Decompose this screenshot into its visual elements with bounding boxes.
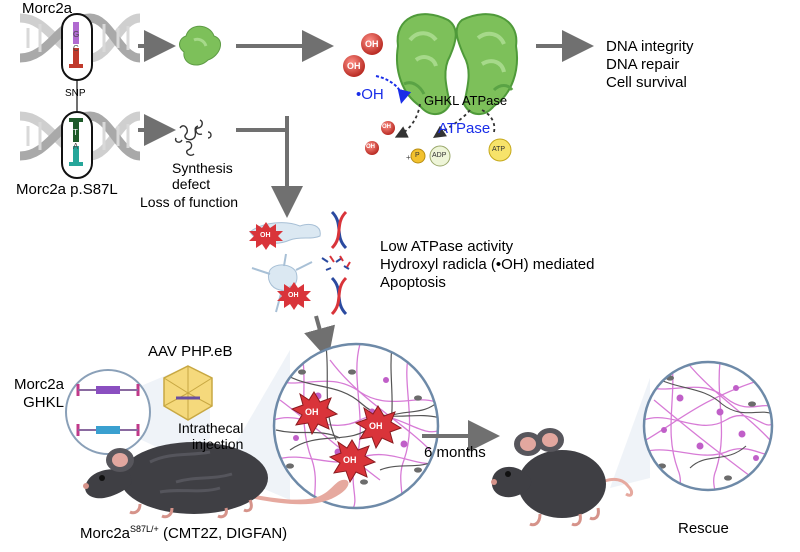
- intrathecal-label: Intrathecal: [178, 420, 244, 436]
- adp-label: ADP: [432, 152, 447, 159]
- defect-label: defect: [172, 176, 211, 192]
- radical-text: OH: [366, 144, 375, 150]
- synthesis-label: Synthesis: [172, 160, 233, 176]
- oh-binding-arrow: [375, 75, 412, 104]
- atp-hydrolysis-arrow: [433, 109, 471, 138]
- radical-icon: [381, 121, 395, 135]
- morc2a-mutant-label: Morc2a p.S87L: [16, 181, 118, 198]
- misfolded-protein-icon: [174, 119, 212, 157]
- snp-label: SNP: [65, 88, 86, 99]
- phosphate-icon: [410, 148, 426, 164]
- phosphate-label: P: [415, 152, 420, 159]
- injection-label: injection: [192, 436, 244, 452]
- outcome-dna-integrity: DNA integrity: [606, 38, 694, 55]
- base-pair-teal-cap: [69, 162, 83, 166]
- construct-ghkl-label: GHKL: [23, 394, 64, 411]
- burst-text: OH: [288, 292, 299, 299]
- radical-icon: [361, 33, 383, 55]
- spinal-zoom-border: [272, 342, 440, 510]
- degenerating-neurons: [274, 344, 438, 508]
- arrow-to-spinal-zoom: [304, 315, 335, 360]
- base-pair-darkgreen-cap: [69, 118, 83, 122]
- base-pair-darkgreen: [73, 120, 79, 142]
- ghkl-atpase-label: GHKL ATPase: [424, 93, 508, 108]
- burst-text: OH: [305, 407, 319, 417]
- rescue-label: Rescue: [678, 520, 729, 537]
- atpase-label: ATPase: [438, 120, 491, 137]
- atp-icon: [488, 138, 512, 162]
- mouse-icon: [491, 428, 634, 527]
- rescue-zoom-border: [642, 360, 774, 492]
- radical-text: OH: [382, 124, 391, 130]
- protein-icon: [179, 25, 222, 66]
- dna-damage-icon: [321, 210, 351, 316]
- six-months-label: 6 months: [424, 444, 486, 461]
- burst-text: OH: [343, 455, 357, 465]
- rescue-zoom-projection: [610, 378, 650, 488]
- base-pair-red: [73, 48, 79, 68]
- adp-icon: [429, 145, 451, 167]
- effect-low-atpase: Low ATPase activity: [380, 238, 514, 255]
- construct-morc2a: [76, 384, 140, 396]
- burst-text: OH: [369, 421, 383, 431]
- oh-blue-label: •OH: [356, 86, 384, 103]
- outcome-cell-survival: Cell survival: [606, 74, 687, 91]
- outcome-dna-repair: DNA repair: [606, 56, 680, 73]
- base-c: C: [73, 44, 79, 53]
- construct-morc2a-label: Morc2a: [13, 376, 64, 393]
- radical-text: OH: [347, 61, 361, 71]
- base-g: G: [73, 30, 80, 39]
- dna-zoom-capsule-mutant: [61, 111, 93, 179]
- morc2a-label: Morc2a: [22, 0, 73, 17]
- aav-label: AAV PHP.eB: [148, 343, 233, 360]
- mouse-model-label: Morc2aS87L/+ (CMT2Z, DIGFAN): [80, 524, 288, 542]
- ghkl-dimer-icon: [396, 13, 518, 115]
- base-pair-red-cap: [69, 64, 83, 68]
- svg-text:+: +: [406, 153, 411, 162]
- radical-icon: [343, 55, 365, 77]
- radical-text: OH: [365, 39, 379, 49]
- construct-ghkl: [76, 424, 140, 436]
- effect-apoptosis: Apoptosis: [380, 274, 446, 291]
- spinal-zoom-rescue: [644, 362, 772, 490]
- loss-of-function-label: Loss of function: [140, 194, 239, 210]
- base-pair-purple: [73, 22, 79, 44]
- aav-capsid-icon: [163, 365, 213, 421]
- atp-binding-arrow: [481, 109, 496, 133]
- base-a: A: [73, 142, 79, 151]
- base-pair-teal: [73, 146, 79, 166]
- radical-release-arrow: [394, 103, 421, 138]
- construct-inset: [65, 369, 151, 455]
- atp-label: ATP: [492, 146, 506, 153]
- radical-burst-icon: [249, 222, 311, 310]
- mouse-icon: [83, 442, 349, 519]
- base-t: T: [73, 128, 78, 137]
- radical-burst-icon: [290, 391, 403, 484]
- burst-text: OH: [260, 232, 271, 239]
- effect-hydroxyl: Hydroxyl radicla (•OH) mediated: [380, 256, 595, 273]
- radical-icon: [365, 141, 379, 155]
